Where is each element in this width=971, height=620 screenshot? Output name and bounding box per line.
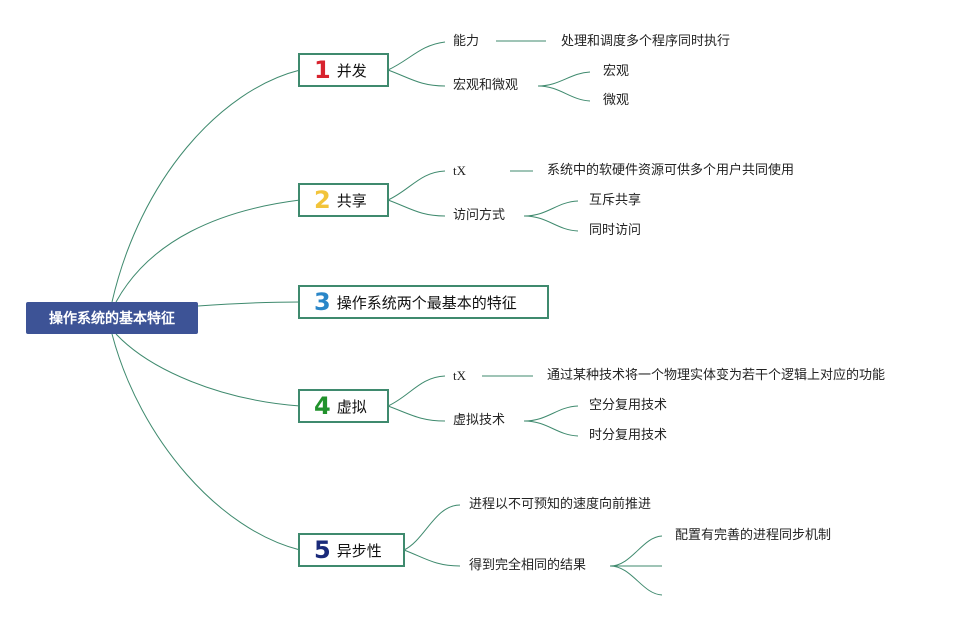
root-node[interactable]: 操作系统的基本特征 (26, 302, 198, 334)
topic-4-child-1-detail[interactable]: 通过某种技术将一个物理实体变为若干个逻辑上对应的功能 (547, 368, 886, 383)
edge-root-topic-4 (115, 333, 301, 407)
topic-2-child-2-sub-2[interactable]: 同时访问 (589, 223, 642, 238)
topic-2-child-2-sub-1[interactable]: 互斥共享 (589, 193, 642, 208)
topic-4-child-2-sub-2[interactable]: 时分复用技术 (589, 428, 668, 443)
edge-t4-c2-sub1 (523, 405, 579, 422)
topic-1-child-1-detail[interactable]: 处理和调度多个程序同时执行 (561, 34, 731, 49)
topic-1-child-2-sub-2[interactable]: 微观 (603, 93, 630, 108)
topic-5-child-2[interactable]: 得到完全相同的结果 (469, 558, 587, 573)
edge-t5-c1 (403, 504, 461, 551)
edge-t1-c1 (387, 41, 446, 71)
topic-5-child-2-sub-1[interactable]: 配置有完善的进程同步机制 (675, 528, 832, 543)
topic-5-label: 异步性 (336, 541, 382, 560)
topic-5-child-1[interactable]: 进程以不可预知的速度向前推进 (469, 497, 652, 512)
edge-t1-c2-sub1 (537, 71, 591, 87)
number-5-icon: 5 (314, 536, 331, 564)
edge-t2-c2 (387, 199, 446, 217)
edge-t5-c2-sub3 (609, 565, 663, 596)
topic-4-label: 虚拟 (336, 397, 367, 416)
topic-4-child-2-sub-1[interactable]: 空分复用技术 (589, 398, 668, 413)
edge-root-topic-3 (197, 301, 301, 307)
edge-t1-c2 (387, 69, 446, 87)
topic-3-node[interactable]: 3 操作系统两个最基本的特征 (298, 285, 549, 319)
topic-4-child-1[interactable]: tX (453, 368, 466, 383)
edge-t5-c2-sub1 (609, 535, 663, 567)
topic-2-child-1[interactable]: tX (453, 163, 466, 178)
root-label: 操作系统的基本特征 (49, 311, 175, 327)
topic-4-node[interactable]: 4 虚拟 (298, 389, 389, 423)
topic-1-child-2-sub-1[interactable]: 宏观 (603, 64, 630, 79)
edge-t2-c2-sub1 (523, 200, 579, 217)
topic-2-child-1-detail[interactable]: 系统中的软硬件资源可供多个用户共同使用 (547, 163, 795, 178)
number-4-icon: 4 (314, 392, 331, 420)
topic-1-label: 并发 (336, 61, 367, 80)
topic-1-child-1[interactable]: 能力 (453, 34, 480, 49)
edge-t4-c1 (387, 375, 446, 407)
topic-2-label: 共享 (336, 191, 367, 210)
edge-t2-c2-sub2 (523, 215, 579, 232)
topic-2-node[interactable]: 2 共享 (298, 183, 389, 217)
topic-4-child-2[interactable]: 虚拟技术 (453, 413, 506, 428)
edge-root-topic-2 (115, 199, 301, 303)
edge-t4-c2-sub2 (523, 420, 579, 437)
topic-5-node[interactable]: 5 异步性 (298, 533, 405, 567)
edge-root-topic-5 (111, 333, 301, 551)
number-1-icon: 1 (314, 56, 331, 84)
edge-t4-c2 (387, 405, 446, 422)
edge-t1-c2-sub2 (537, 85, 591, 102)
number-3-icon: 3 (314, 288, 331, 316)
topic-1-node[interactable]: 1 并发 (298, 53, 389, 87)
topic-2-child-2[interactable]: 访问方式 (453, 208, 506, 223)
edge-t2-c1 (387, 170, 446, 201)
number-2-icon: 2 (314, 186, 331, 214)
edge-t5-c2 (403, 549, 461, 567)
topic-3-label: 操作系统两个最基本的特征 (336, 293, 517, 312)
topic-1-child-2[interactable]: 宏观和微观 (453, 78, 519, 93)
edge-root-topic-1 (111, 69, 301, 303)
